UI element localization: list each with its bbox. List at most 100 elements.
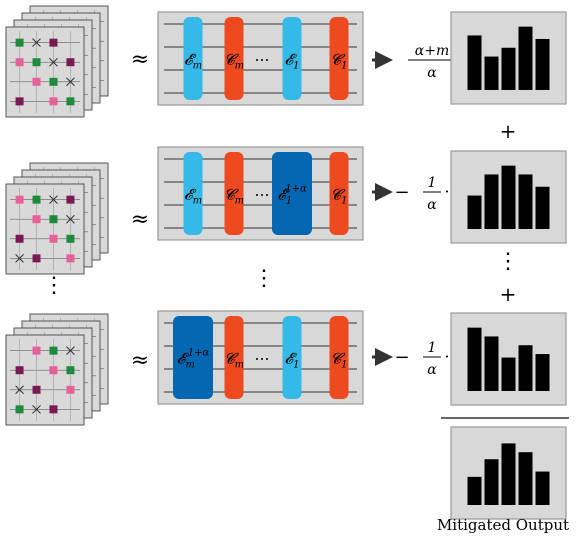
gate-block xyxy=(282,17,302,100)
histogram xyxy=(450,426,567,520)
chip-gate xyxy=(66,58,75,67)
gate-block xyxy=(183,152,203,235)
coef-numerator: α+m xyxy=(415,43,449,59)
chip-gate xyxy=(49,215,58,224)
chip-gate xyxy=(66,385,75,394)
gate-subscript: 1 xyxy=(293,61,299,72)
coefficient: −1α· xyxy=(372,175,450,213)
coefficient: −1α· xyxy=(372,340,450,378)
chip-gate xyxy=(32,215,41,224)
chip-gate xyxy=(49,97,58,106)
histogram-bar xyxy=(501,47,516,90)
histogram-bar xyxy=(484,56,499,90)
chip-swap xyxy=(66,77,75,87)
histogram-bar xyxy=(518,26,533,90)
chip-gate xyxy=(66,234,75,243)
histogram xyxy=(450,150,567,244)
coef-denominator: α xyxy=(427,197,437,213)
histogram-bar xyxy=(467,327,482,391)
gate-subscript: m xyxy=(235,61,244,72)
chip-gate xyxy=(66,195,75,204)
vertical-dots: ⋮ xyxy=(497,249,519,274)
gate-superscript: 1+α xyxy=(285,184,307,195)
gate-block xyxy=(329,316,349,399)
chip-gate xyxy=(49,405,58,414)
chip-swap xyxy=(66,214,75,224)
gate-block xyxy=(329,17,349,100)
chip-gate xyxy=(66,366,75,375)
output-label: Mitigated Output xyxy=(437,516,569,534)
histogram xyxy=(450,312,567,406)
chip-swap xyxy=(15,385,24,395)
gate-block xyxy=(329,152,349,235)
chip-gate xyxy=(15,405,24,414)
chip-gate xyxy=(49,366,58,375)
gate-subscript: m xyxy=(235,196,244,207)
chip-gate xyxy=(32,195,41,204)
circuit-chip xyxy=(5,26,85,118)
chip-swap xyxy=(66,346,75,356)
histogram-bar xyxy=(484,174,499,229)
histogram-bar xyxy=(518,345,533,391)
gate-block xyxy=(183,17,203,100)
histograms xyxy=(450,11,567,520)
histogram-bar xyxy=(501,357,516,391)
ellipsis: ⋯ xyxy=(255,186,270,204)
multiply-dot: · xyxy=(444,347,449,366)
histogram xyxy=(450,11,567,105)
histogram-bar xyxy=(518,174,533,229)
chip-gate xyxy=(32,58,41,67)
histogram-bar xyxy=(484,336,499,391)
chip-gate xyxy=(49,38,58,47)
coef-numerator: 1 xyxy=(428,175,437,191)
histogram-bar xyxy=(501,443,516,505)
gate-subscript: m xyxy=(193,61,202,72)
chip-gate xyxy=(15,97,24,106)
coefficients: α+mα·−1α·−1α· xyxy=(372,43,465,378)
coef-numerator: 1 xyxy=(428,340,437,356)
gate-block xyxy=(272,152,312,235)
gate-subscript: m xyxy=(235,360,244,371)
histogram-bar xyxy=(467,35,482,90)
ellipsis: ⋯ xyxy=(255,350,270,368)
chip-gate xyxy=(15,366,24,375)
chip-gate xyxy=(32,254,41,263)
circuit-chip xyxy=(5,334,85,426)
histogram-bar xyxy=(467,476,482,505)
chip-gate xyxy=(15,38,24,47)
chip-gate xyxy=(32,346,41,355)
chip-swap xyxy=(49,195,58,205)
chip-swap xyxy=(15,253,24,263)
gate-subscript: m xyxy=(193,196,202,207)
chip-gate xyxy=(32,385,41,394)
chip-gate xyxy=(15,58,24,67)
chip-swap xyxy=(49,57,58,67)
approx-symbol: ≈ xyxy=(131,348,149,373)
ellipsis: ⋯ xyxy=(255,51,270,69)
coef-sign: − xyxy=(394,182,409,203)
chip-gate xyxy=(49,346,58,355)
chip-gate xyxy=(15,195,24,204)
chip-gate xyxy=(66,254,75,263)
vertical-dots: ⋮ xyxy=(253,266,275,291)
vertical-dots: ⋮ xyxy=(43,273,65,298)
histogram-bar xyxy=(501,165,516,229)
gate-subscript: 1 xyxy=(293,360,299,371)
gate-subscript: 1 xyxy=(286,196,292,207)
gate-block xyxy=(224,316,244,399)
histogram-bar xyxy=(518,452,533,505)
plus-sign: + xyxy=(500,119,517,143)
histogram-bar xyxy=(535,471,550,505)
histogram-bar xyxy=(535,186,550,229)
gate-block xyxy=(282,316,302,399)
plus-sign: + xyxy=(500,282,517,306)
gate-subscript: 1 xyxy=(341,61,347,72)
histogram-bar xyxy=(484,459,499,505)
chip-swap xyxy=(32,38,41,48)
gate-block xyxy=(173,316,213,399)
coef-denominator: α xyxy=(427,65,437,81)
